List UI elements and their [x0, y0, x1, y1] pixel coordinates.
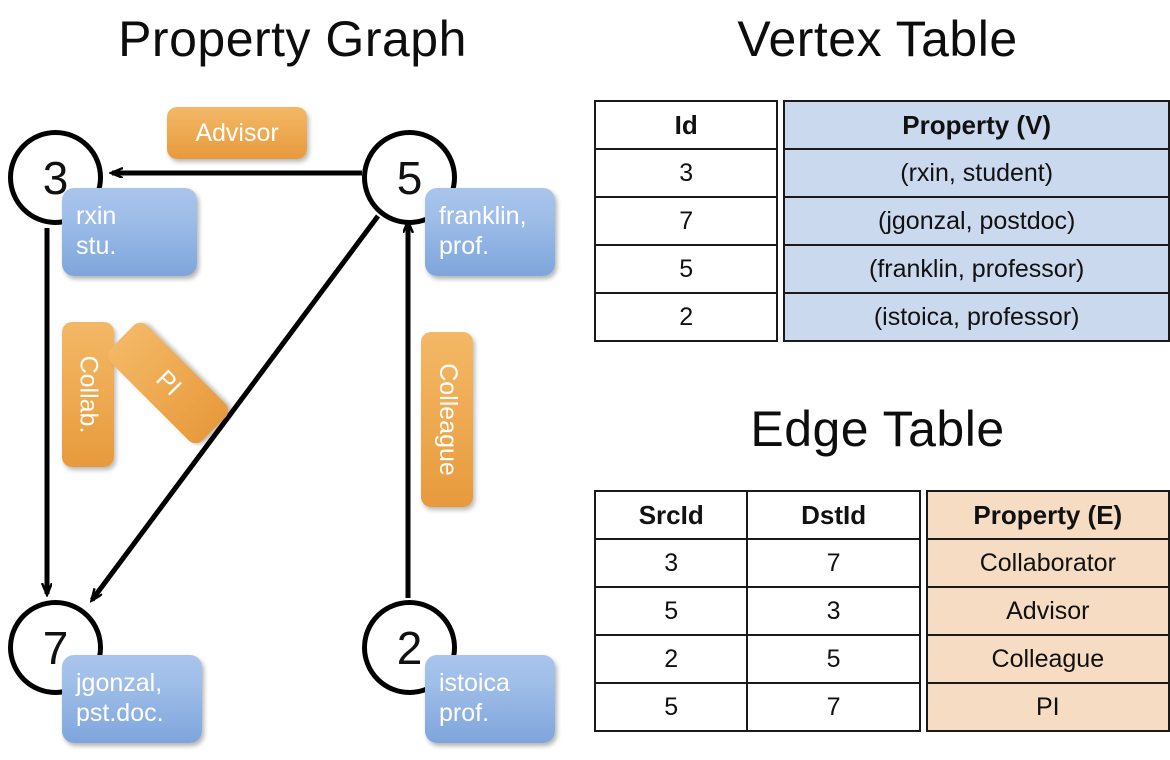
edge-table-header-property: Property (E)	[925, 490, 1170, 540]
edge-srcid-cell: 5	[593, 586, 749, 636]
vertex-property-cell: (franklin, professor)	[783, 244, 1170, 294]
vertex-property-line1: istoica	[439, 669, 510, 697]
edge-table-id-columns: SrcId DstId 3 7 5 3 2 5 5 7	[593, 490, 921, 732]
vertex-id-cell: 3	[593, 148, 779, 198]
edge-5-to-7	[92, 214, 381, 600]
edge-property-cell: PI	[925, 682, 1170, 732]
vertex-table-header-id: Id	[593, 100, 779, 150]
table-row: 2 5	[593, 634, 921, 684]
vertex-table-id-column: Id 3 7 5 2	[593, 100, 779, 342]
vertex-property-line1: jgonzal,	[76, 669, 163, 697]
graph-node-5[interactable]: 5	[362, 130, 457, 225]
page-title-edge-table: Edge Table	[750, 401, 1005, 457]
vertex-id-cell: 2	[593, 292, 779, 342]
table-row: 5	[593, 244, 779, 294]
vertex-property-line2: prof.	[439, 231, 490, 260]
vertex-property-line2: prof.	[439, 698, 490, 727]
edge-label-pi-text: PI	[150, 364, 187, 401]
edge-srcid-cell: 3	[593, 538, 749, 588]
table-header-row: Id	[593, 100, 779, 150]
table-row: 3 7	[593, 538, 921, 588]
table-row: 3	[593, 148, 779, 198]
table-row: (istoica, professor)	[783, 292, 1170, 342]
edge-srcid-cell: 2	[593, 634, 749, 684]
table-row: 2	[593, 292, 779, 342]
table-row: 7	[593, 196, 779, 246]
edge-table-property-column: Property (E) Collaborator Advisor Collea…	[925, 490, 1170, 732]
table-header-row: SrcId DstId	[593, 490, 921, 540]
table-row: Advisor	[925, 586, 1170, 636]
edge-dstid-cell: 7	[746, 682, 921, 732]
vertex-property-line1: franklin,	[439, 202, 527, 230]
edge-dstid-cell: 7	[746, 538, 921, 588]
table-header-row: Property (E)	[925, 490, 1170, 540]
vertex-property-box-2: istoica prof.	[425, 655, 555, 743]
edge-label-collab: Collab.	[62, 322, 114, 467]
edge-label-colleague-text: Colleague	[433, 363, 462, 476]
edge-property-cell: Colleague	[925, 634, 1170, 684]
page-title-vertex-table: Vertex Table	[737, 11, 1018, 67]
vertex-table-property-column: Property (V) (rxin, student) (jgonzal, p…	[783, 100, 1170, 342]
vertex-table: Id 3 7 5 2 Property (V) (rxin, student) …	[593, 100, 1170, 342]
edge-label-advisor-text: Advisor	[195, 118, 279, 147]
vertex-property-line1: rxin	[76, 202, 117, 230]
table-row: 5 3	[593, 586, 921, 636]
vertex-id-cell: 5	[593, 244, 779, 294]
edge-label-colleague: Colleague	[421, 332, 473, 507]
table-row: (rxin, student)	[783, 148, 1170, 198]
vertex-property-line2: pst.doc.	[76, 698, 164, 727]
table-row: (franklin, professor)	[783, 244, 1170, 294]
edge-dstid-cell: 5	[746, 634, 921, 684]
edge-property-cell: Collaborator	[925, 538, 1170, 588]
vertex-property-cell: (rxin, student)	[783, 148, 1170, 198]
vertex-id-cell: 7	[593, 196, 779, 246]
table-row: 5 7	[593, 682, 921, 732]
graph-edges-svg	[0, 0, 585, 760]
edge-table-header-dstid: DstId	[746, 490, 921, 540]
vertex-table-header-property: Property (V)	[783, 100, 1170, 150]
vertex-property-line2: stu.	[76, 231, 117, 260]
page-title-property-graph: Property Graph	[118, 11, 467, 67]
edge-property-cell: Advisor	[925, 586, 1170, 636]
table-row: Colleague	[925, 634, 1170, 684]
vertex-property-cell: (istoica, professor)	[783, 292, 1170, 342]
edge-srcid-cell: 5	[593, 682, 749, 732]
vertex-property-box-5: franklin, prof.	[425, 188, 555, 276]
vertex-property-box-7: jgonzal, pst.doc.	[62, 655, 202, 743]
property-graph-diagram: 3 5 7 2 rxin stu. franklin, prof. jgonza…	[0, 0, 585, 760]
table-row: (jgonzal, postdoc)	[783, 196, 1170, 246]
graph-node-2[interactable]: 2	[362, 600, 457, 695]
edge-table: SrcId DstId 3 7 5 3 2 5 5 7 Property (E)	[593, 490, 1170, 732]
vertex-property-box-3: rxin stu.	[62, 188, 197, 276]
edge-table-header-srcid: SrcId	[593, 490, 749, 540]
edge-dstid-cell: 3	[746, 586, 921, 636]
table-row: Collaborator	[925, 538, 1170, 588]
edge-label-advisor: Advisor	[167, 107, 307, 159]
table-header-row: Property (V)	[783, 100, 1170, 150]
table-row: PI	[925, 682, 1170, 732]
vertex-property-cell: (jgonzal, postdoc)	[783, 196, 1170, 246]
edge-label-collab-text: Collab.	[74, 355, 103, 434]
